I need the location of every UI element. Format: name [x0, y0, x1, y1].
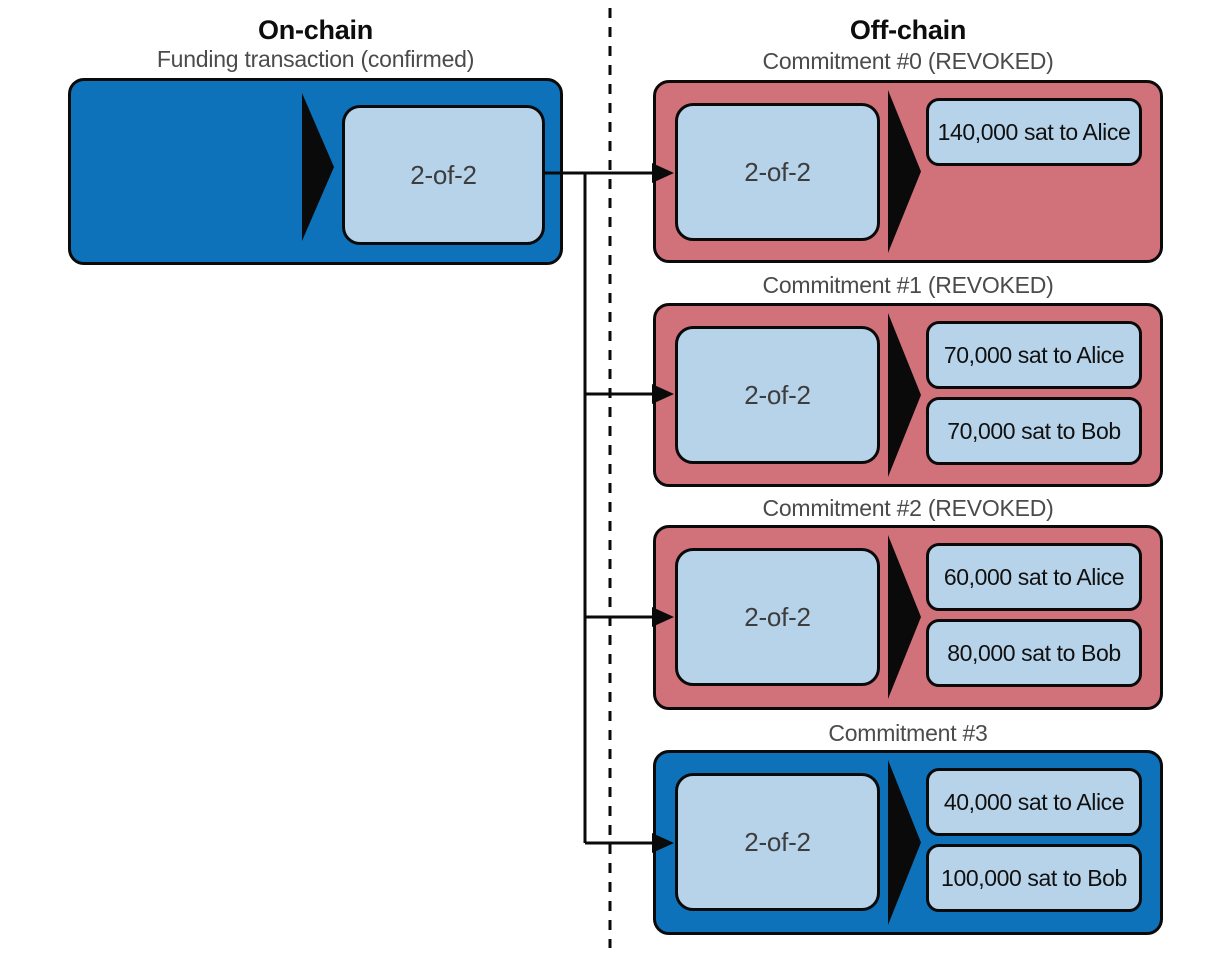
- commitment-1-input-script-label: 2-of-2: [744, 379, 811, 410]
- commitment-0-input-script-box: 2-of-2: [675, 103, 880, 241]
- commitment-3-output-0: 40,000 sat to Alice: [926, 768, 1142, 836]
- commitment-2-box: 2-of-2 60,000 sat to Alice 80,000 sat to…: [653, 525, 1163, 710]
- funding-output-script-label: 2-of-2: [410, 159, 477, 190]
- commitment-2-input-script-box: 2-of-2: [675, 548, 880, 686]
- commitment-2-input-script-label: 2-of-2: [744, 601, 811, 632]
- commitment-1-output-1: 70,000 sat to Bob: [926, 397, 1142, 465]
- commitment-3-output-1: 100,000 sat to Bob: [926, 844, 1142, 912]
- funding-transaction-subtitle: Funding transaction (confirmed): [156, 46, 475, 72]
- offchain-column-title: Off-chain: [849, 15, 967, 45]
- commitment-2-title: Commitment #2 (REVOKED): [762, 495, 1054, 521]
- commitment-1-box: 2-of-2 70,000 sat to Alice 70,000 sat to…: [653, 303, 1163, 487]
- commitment-3-input-script-box: 2-of-2: [675, 773, 880, 911]
- commitment-0-box: 2-of-2 140,000 sat to Alice: [653, 80, 1163, 263]
- funding-transaction-box: 2-of-2: [68, 78, 563, 265]
- commitment-1-input-script-box: 2-of-2: [675, 326, 880, 464]
- onchain-column-title: On-chain: [257, 15, 374, 45]
- funding-output-script-box: 2-of-2: [342, 105, 545, 245]
- commitment-3-box: 2-of-2 40,000 sat to Alice 100,000 sat t…: [653, 750, 1163, 935]
- commitment-0-input-script-label: 2-of-2: [744, 156, 811, 187]
- commitment-1-output-0: 70,000 sat to Alice: [926, 321, 1142, 389]
- commitment-2-output-0: 60,000 sat to Alice: [926, 543, 1142, 611]
- commitment-0-output-0: 140,000 sat to Alice: [926, 98, 1142, 166]
- commitment-2-output-1: 80,000 sat to Bob: [926, 619, 1142, 687]
- commitment-3-title: Commitment #3: [828, 720, 988, 746]
- commitment-3-input-script-label: 2-of-2: [744, 826, 811, 857]
- commitment-1-title: Commitment #1 (REVOKED): [762, 272, 1054, 298]
- commitment-0-title: Commitment #0 (REVOKED): [762, 48, 1054, 74]
